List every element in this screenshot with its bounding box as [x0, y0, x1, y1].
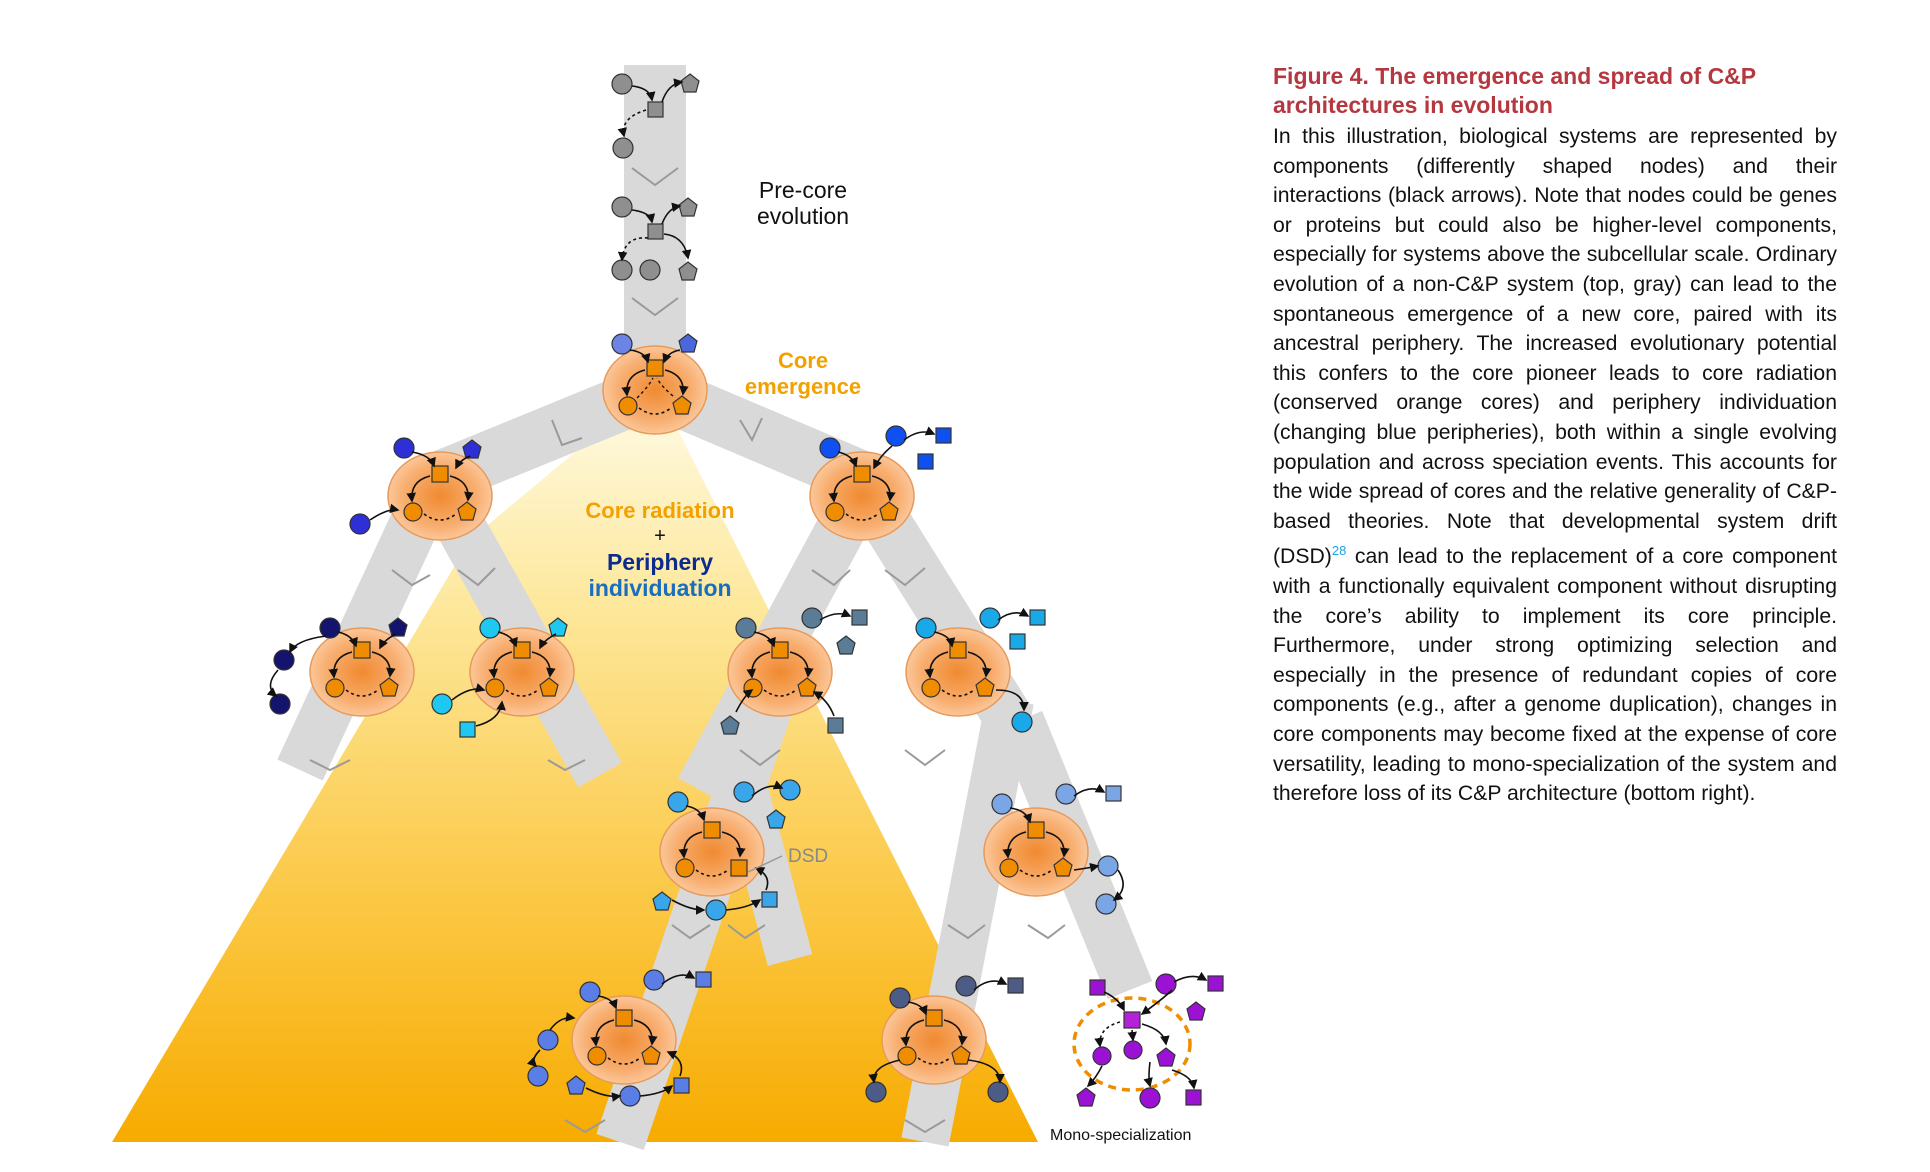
core-radiated-node: [809, 425, 952, 541]
core-radiated-node: [349, 437, 493, 541]
label-dsd: DSD: [788, 846, 828, 867]
label-periphery: Periphery: [607, 549, 713, 575]
dsd-pointer-line: [747, 855, 783, 873]
precore-system-1: [611, 73, 700, 159]
label-individuation: individuation: [588, 575, 731, 601]
core-radiated-node: [526, 969, 712, 1107]
label-precore-line2: evolution: [757, 203, 849, 229]
core-emergence-node: [602, 345, 708, 435]
core-radiated-node: [905, 607, 1046, 733]
evolution-tree-figure: Pre-core evolution Core emergence Core r…: [112, 65, 1250, 1151]
caption-text-part1: In this illustration, biological systems…: [1273, 125, 1837, 569]
caption-text-part2: can lead to the replacement of a core co…: [1273, 545, 1837, 806]
label-mono-specialization: Mono-specialization: [1050, 1127, 1191, 1144]
figure-caption: Figure 4. The emergence and spread of C&…: [1273, 62, 1837, 809]
core-radiated-node: [720, 607, 868, 735]
label-core-emergence-line2: emergence: [745, 374, 861, 399]
label-core-radiation: Core radiation: [585, 498, 734, 523]
branch-chevrons: [309, 167, 1066, 1134]
caption-body: In this illustration, biological systems…: [1273, 122, 1837, 809]
caption-title: Figure 4. The emergence and spread of C&…: [1273, 63, 1756, 118]
label-core-emergence-line1: Core: [778, 348, 828, 373]
core-radiated-node: [865, 975, 1024, 1103]
core-radiated-node: [983, 783, 1124, 915]
reference-superscript[interactable]: 28: [1331, 543, 1347, 559]
label-plus: +: [654, 525, 666, 547]
core-emergence-periphery: [611, 333, 698, 364]
label-precore-line1: Pre-core: [759, 177, 847, 203]
core-dsd-node: [652, 779, 801, 921]
mono-specialized-system: [1066, 971, 1250, 1142]
core-radiated-node: [266, 617, 415, 717]
core-radiated-node: [431, 617, 575, 738]
precore-system-2: [611, 196, 698, 281]
